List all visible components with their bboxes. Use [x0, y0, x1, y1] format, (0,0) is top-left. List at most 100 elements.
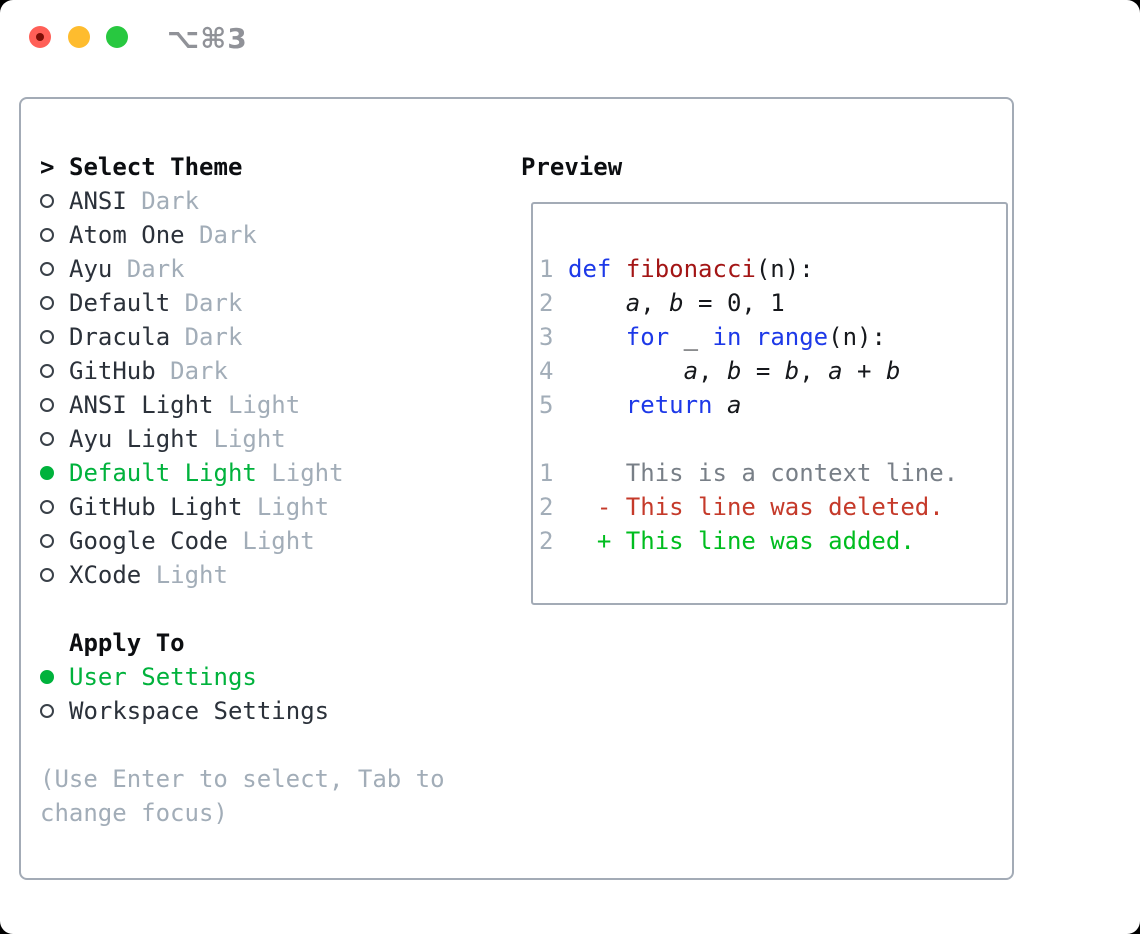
theme-variant: Light: [227, 527, 315, 555]
code-segment-var: b: [726, 357, 742, 385]
theme-option-ayu-light[interactable]: Ayu Light Light: [40, 422, 445, 456]
apply-to-indent: [40, 626, 69, 660]
theme-variant: Dark: [112, 255, 185, 283]
theme-variant: Light: [256, 459, 344, 487]
theme-option-dracula[interactable]: Dracula Dark: [40, 320, 445, 354]
radio-unselected-icon: [40, 364, 69, 378]
theme-name: ANSI: [69, 187, 127, 215]
code-segment-var: a: [683, 357, 699, 385]
titlebar: ⌥⌘3: [0, 0, 1140, 70]
code-segment-kw: for: [625, 323, 670, 351]
radio-unselected-icon: [40, 262, 69, 276]
code-segment-plain: [568, 289, 626, 317]
code-segment-add: + This line was added.: [568, 527, 915, 555]
theme-name: Dracula: [69, 323, 171, 351]
code-segment-plain: (n):: [755, 255, 814, 283]
theme-variant: Light: [141, 561, 228, 589]
radio-unselected-icon: [40, 534, 69, 548]
theme-variant: Light: [213, 391, 301, 419]
theme-name: GitHub: [69, 357, 156, 385]
code-segment-plain: = 0, 1: [683, 289, 785, 317]
theme-variant: Dark: [170, 289, 243, 317]
code-segment-var: a: [625, 289, 641, 317]
preview-line: 1 This is a context line.: [539, 456, 1006, 490]
theme-option-default[interactable]: Default Dark: [40, 286, 445, 320]
radio-unselected-icon: [40, 296, 69, 310]
code-segment-var: a: [828, 357, 843, 385]
code-segment-del: - This line was deleted.: [568, 493, 944, 521]
minimize-button[interactable]: [68, 26, 90, 48]
theme-option-ansi[interactable]: ANSI Dark: [40, 184, 445, 218]
theme-option-ayu[interactable]: Ayu Dark: [40, 252, 445, 286]
code-segment-plain: =: [741, 357, 785, 385]
theme-option-ansi-light[interactable]: ANSI Light Light: [40, 388, 445, 422]
theme-option-github[interactable]: GitHub Dark: [40, 354, 445, 388]
theme-option-google-code[interactable]: Google Code Light: [40, 524, 445, 558]
code-segment-plain: _: [669, 323, 713, 351]
select-theme-header: >Select Theme: [40, 150, 445, 184]
code-segment-plain: [568, 323, 626, 351]
zoom-button[interactable]: [106, 26, 128, 48]
theme-name: Ayu: [69, 255, 113, 283]
preview-line: 5 return a: [539, 388, 1006, 422]
theme-name: Google Code: [69, 527, 228, 555]
theme-name: Default Light: [69, 459, 257, 487]
radio-unselected-icon: [40, 568, 69, 582]
code-segment-plain: +: [842, 357, 886, 385]
code-segment-plain: [713, 391, 727, 419]
code-segment-var: b: [885, 357, 901, 385]
theme-option-github-light[interactable]: GitHub Light Light: [40, 490, 445, 524]
apply-option-workspace-settings[interactable]: Workspace Settings: [40, 694, 445, 728]
code-segment-plain: [741, 323, 755, 351]
preview-line: 2 + This line was added.: [539, 524, 1006, 558]
theme-name: XCode: [69, 561, 142, 589]
theme-variant: Dark: [155, 357, 228, 385]
line-number: 2: [539, 527, 554, 555]
code-segment-plain: (n):: [828, 323, 886, 351]
theme-name: ANSI Light: [69, 391, 214, 419]
code-segment-plain: ,: [640, 289, 670, 317]
theme-variant: Dark: [170, 323, 243, 351]
preview-line: 3 for _ in range(n):: [539, 320, 1006, 354]
radio-unselected-icon: [40, 398, 69, 412]
theme-name: Ayu Light: [69, 425, 200, 453]
apply-to-title: Apply To: [69, 629, 185, 657]
theme-name: Default: [69, 289, 171, 317]
radio-selected-icon: [40, 670, 69, 684]
line-number: 4: [539, 357, 554, 385]
theme-option-atom-one[interactable]: Atom One Dark: [40, 218, 445, 252]
help-text-line-2: change focus): [40, 799, 228, 827]
apply-option-user-settings[interactable]: User Settings: [40, 660, 445, 694]
preview-title: Preview: [521, 153, 623, 181]
radio-unselected-icon: [40, 330, 69, 344]
theme-option-xcode[interactable]: XCode Light: [40, 558, 445, 592]
radio-unselected-icon: [40, 500, 69, 514]
code-segment-plain: [568, 391, 626, 419]
code-segment-plain: [611, 255, 625, 283]
line-number: 3: [539, 323, 554, 351]
line-number: 1: [539, 255, 554, 283]
radio-unselected-icon: [40, 228, 69, 242]
code-segment-plain: ,: [698, 357, 727, 385]
cursor-icon: >: [40, 153, 55, 181]
radio-unselected-icon: [40, 194, 69, 208]
apply-to-header: Apply To: [40, 626, 445, 660]
apply-option-label: Workspace Settings: [69, 697, 330, 725]
code-segment-var: b: [669, 289, 684, 317]
preview-line: 2 a, b = 0, 1: [539, 286, 1006, 320]
theme-variant: Dark: [126, 187, 200, 215]
code-segment-fn: fibonacci: [625, 255, 756, 283]
line-number: 2: [539, 289, 554, 317]
window-shortcut-label: ⌥⌘3: [167, 22, 248, 55]
theme-option-default-light[interactable]: Default Light Light: [40, 456, 445, 490]
close-button[interactable]: [29, 26, 51, 48]
radio-unselected-icon: [40, 432, 69, 446]
theme-name: GitHub Light: [69, 493, 243, 521]
theme-variant: Dark: [184, 221, 257, 249]
preview-line: 2 - This line was deleted.: [539, 490, 1006, 524]
radio-unselected-icon: [40, 704, 69, 718]
